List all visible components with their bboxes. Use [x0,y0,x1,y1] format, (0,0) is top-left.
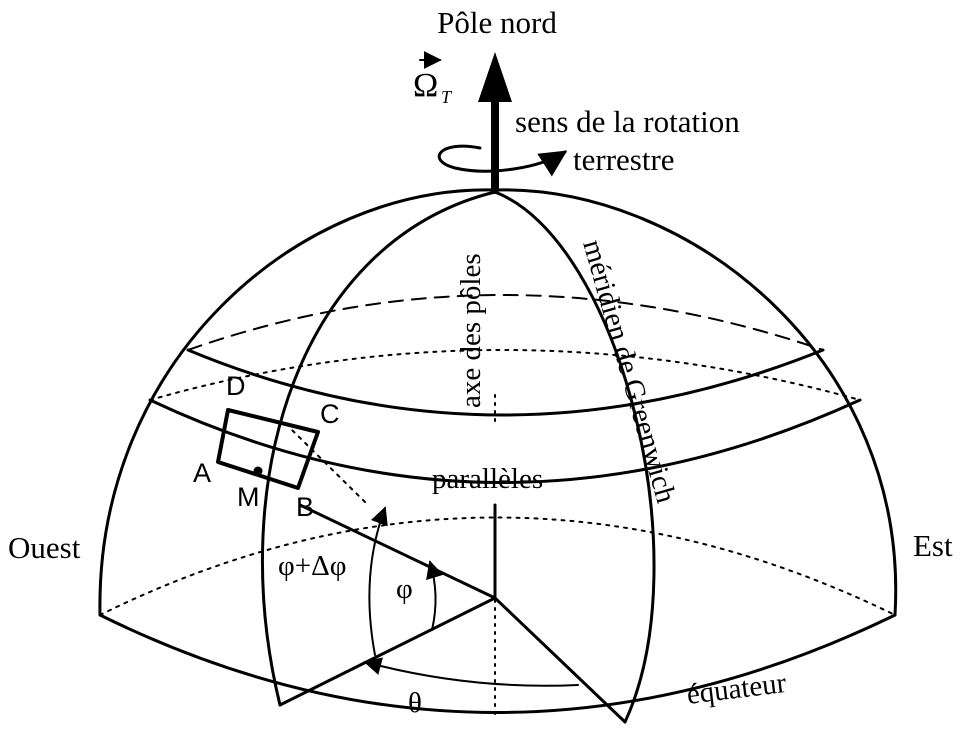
theta-arc [363,657,579,687]
west-label: Ouest [8,530,81,565]
north-pole-arrowhead [478,52,512,102]
phi-arc [426,560,444,631]
phi-label: φ [396,573,413,605]
meridian-label: méridien de Greenwich [576,236,682,507]
latitude-ring-back [187,294,824,351]
surface-element-abcd [216,408,320,490]
theta-label: θ [408,687,422,719]
latitude-band-lower-back [149,349,861,401]
radius-to-c-dotted [291,429,366,503]
rotation-arrow [437,144,568,177]
point-b-label: B [296,492,314,522]
phi-plus-dphi-label: φ+Δφ [278,550,346,582]
meridian-greenwich [493,190,656,724]
latitude-band-upper-front [186,348,825,417]
point-m-dot [253,466,263,476]
meridian-left [260,190,497,707]
point-a-label: A [193,458,211,488]
parallels-label: parallèles [432,463,543,495]
omega-symbol: Ω [413,67,438,104]
radius-to-greenwich [493,596,627,724]
omega-subscript: T [441,87,453,107]
radius-to-m [278,596,497,707]
point-m-label: M [237,482,260,512]
phi-plus-dphi-arc [368,506,388,656]
rotation-label-line2: terrestre [573,142,675,177]
point-d-label: D [226,371,246,401]
latitude-band-lower-front [148,398,862,484]
rotation-label-line1: sens de la rotation [515,104,740,139]
pole-axis-label: axe des pôles [455,253,487,408]
point-c-label: C [320,399,340,429]
equator-front [98,613,897,714]
dome-outline [98,188,898,617]
north-pole-label: Pôle nord [437,5,557,40]
omega-vector-label: Ω T [413,51,453,107]
east-label: Est [913,528,953,563]
radius-to-b [298,503,497,600]
equator-label: équateur [685,667,788,711]
